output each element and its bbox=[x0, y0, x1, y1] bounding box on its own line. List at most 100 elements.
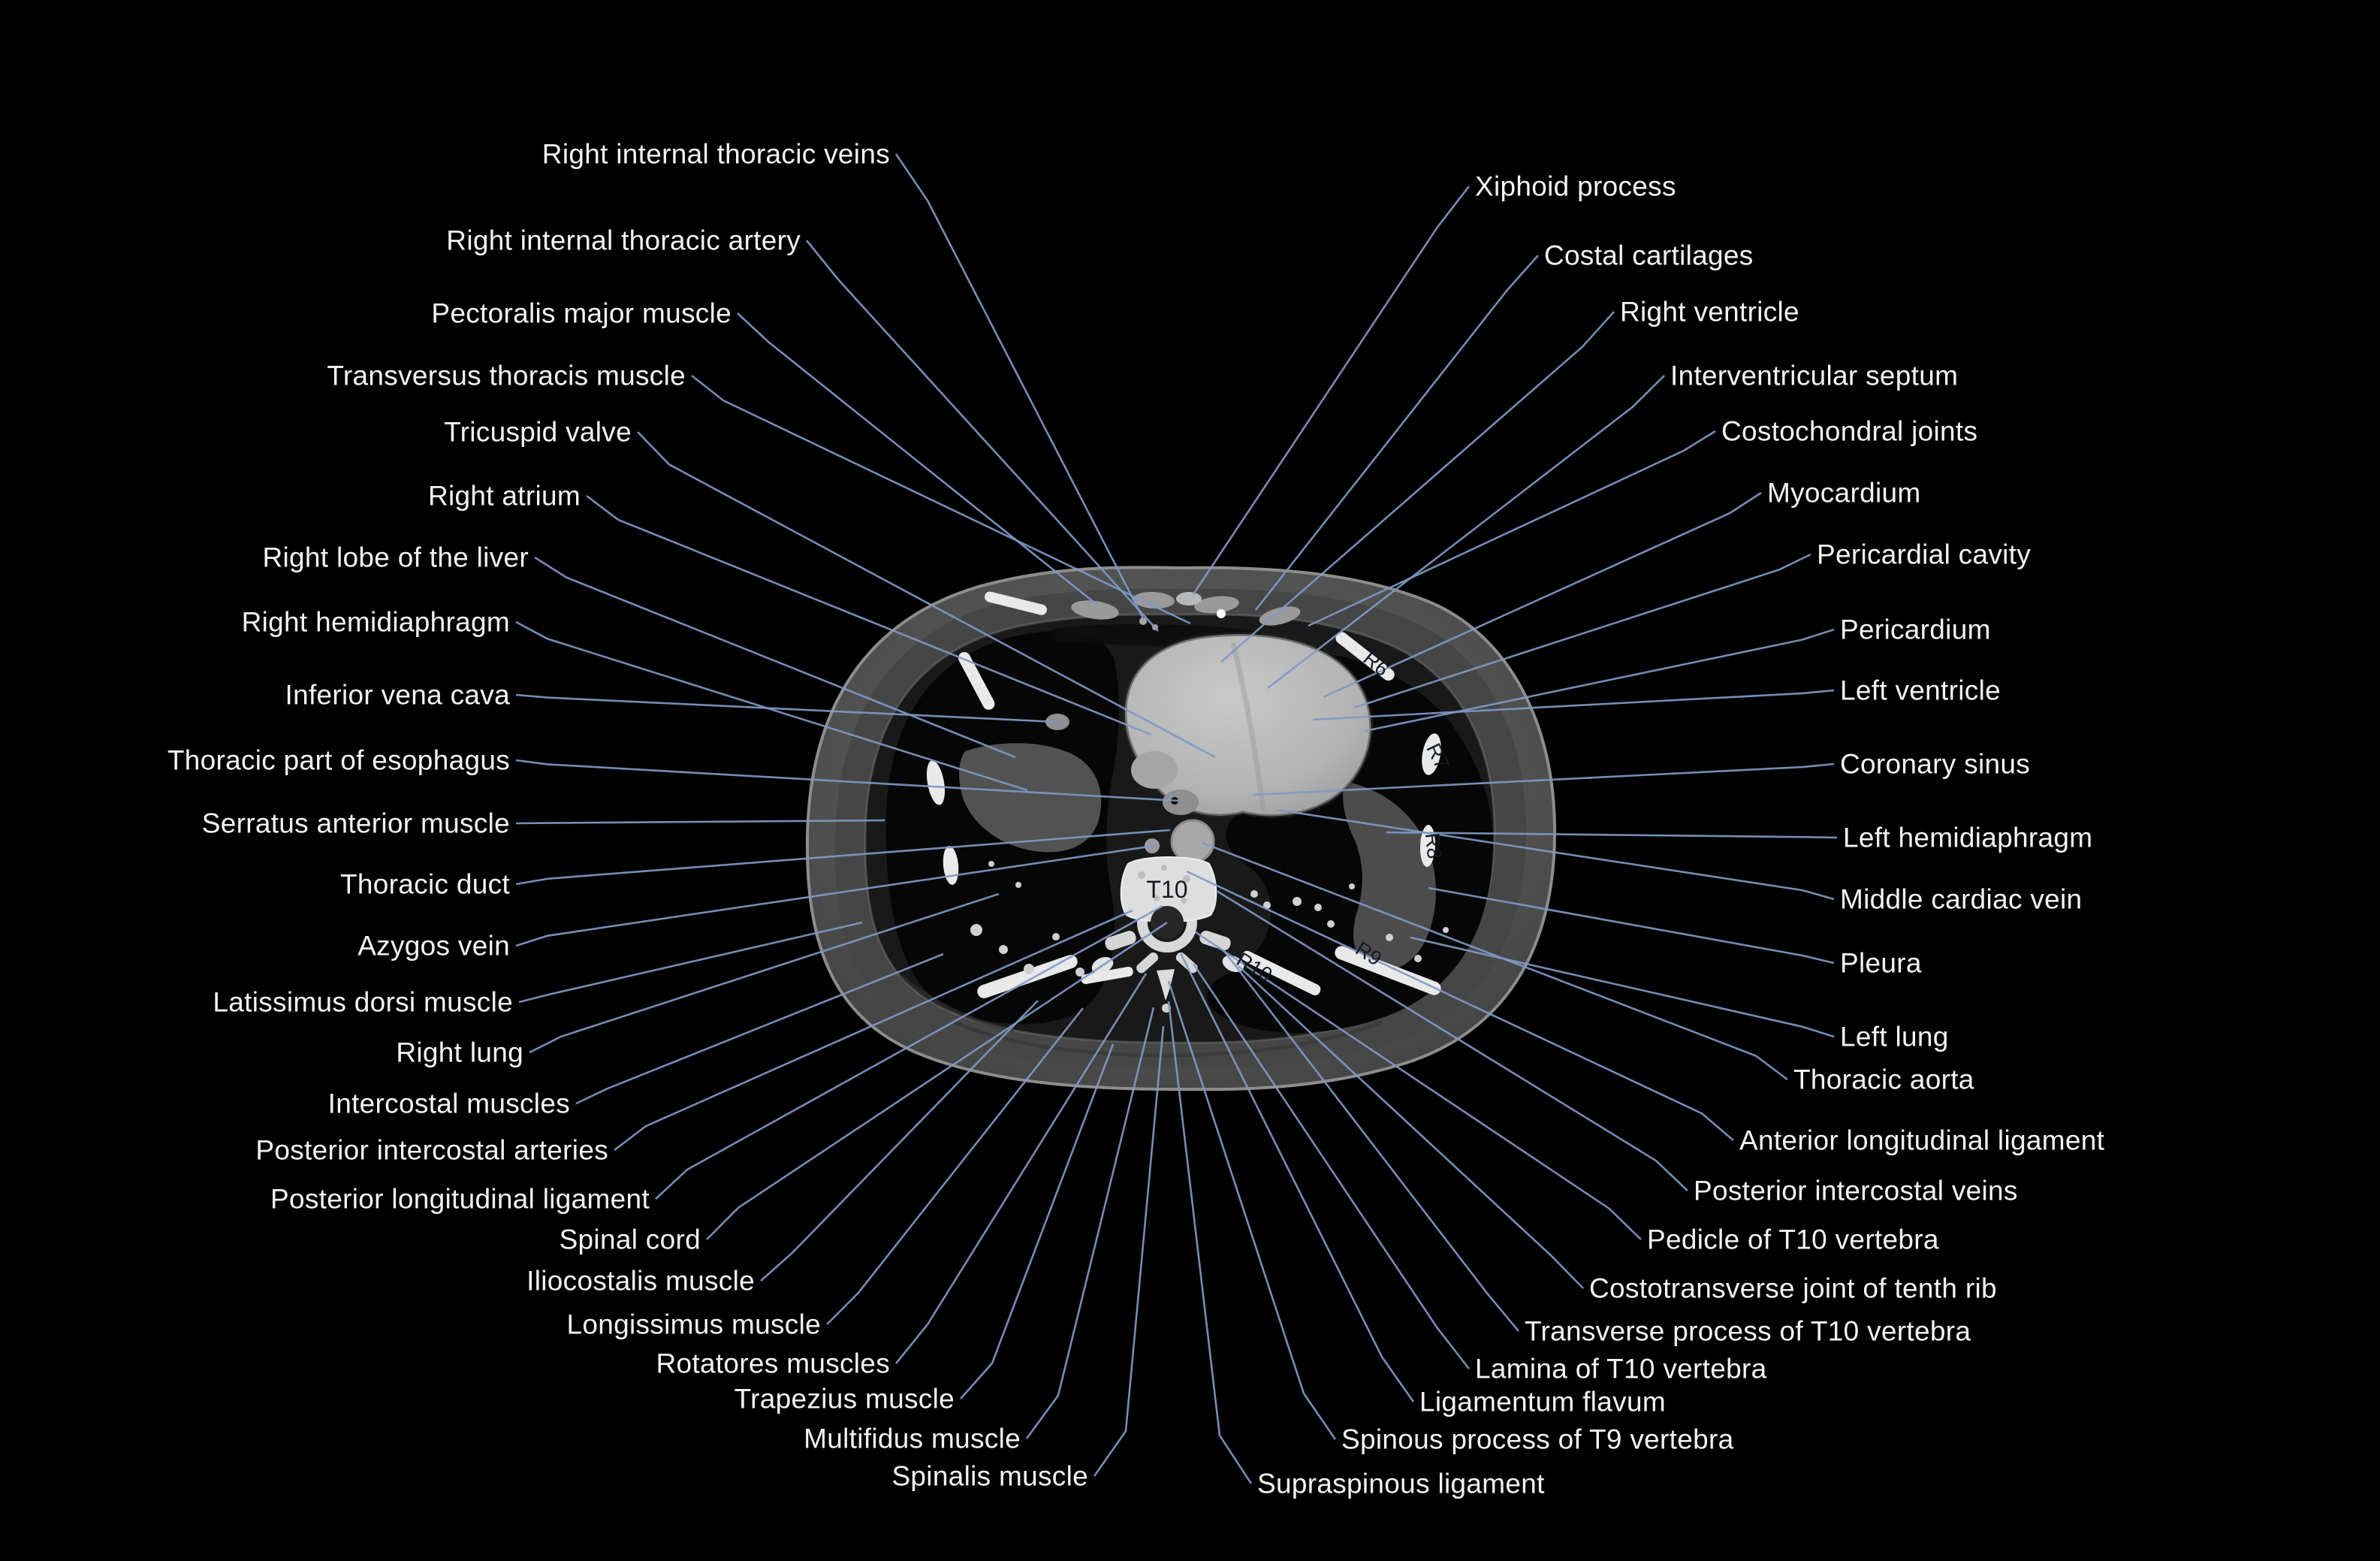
leader-line-costochondral-joints bbox=[1308, 430, 1716, 627]
leader-line-right-lung bbox=[529, 892, 1000, 1054]
label-xiphoid-process: Xiphoid process bbox=[1475, 171, 1676, 202]
leader-line-left-ventricle bbox=[1312, 689, 1835, 721]
label-spinalis-muscle: Spinalis muscle bbox=[891, 1460, 1088, 1492]
leader-line-right-internal-thoracic-veins bbox=[894, 153, 1145, 620]
label-interventricular-septum: Interventricular septum bbox=[1670, 360, 1959, 391]
leader-line-longissimus-muscle bbox=[826, 1007, 1084, 1325]
leader-line-pericardium bbox=[1365, 628, 1835, 732]
label-right-ventricle: Right ventricle bbox=[1620, 296, 1799, 328]
ct-internal-thoracic-vessels bbox=[1139, 617, 1147, 625]
label-thoracic-duct: Thoracic duct bbox=[340, 868, 510, 900]
leader-line-pleura bbox=[1428, 886, 1835, 965]
leader-line-anterior-longitudinal-ligament bbox=[1186, 870, 1734, 1141]
label-transversus-thoracis-muscle: Transversus thoracis muscle bbox=[327, 360, 686, 391]
leader-line-spinal-cord bbox=[706, 921, 1168, 1240]
leader-line-azygos-vein bbox=[515, 844, 1154, 947]
leader-line-right-ventricle bbox=[1220, 311, 1615, 663]
label-right-internal-thoracic-veins: Right internal thoracic veins bbox=[541, 138, 890, 170]
label-posterior-intercostal-veins: Posterior intercostal veins bbox=[1694, 1175, 2018, 1206]
ct-liver-wedge bbox=[959, 743, 1102, 853]
label-posterior-longitudinal-ligament: Posterior longitudinal ligament bbox=[270, 1183, 650, 1215]
label-spinous-process-of-t9-vertebra: Spinous process of T9 vertebra bbox=[1341, 1424, 1734, 1455]
label-coronary-sinus: Coronary sinus bbox=[1840, 748, 2031, 780]
label-thoracic-aorta: Thoracic aorta bbox=[1793, 1064, 1974, 1095]
label-left-lung: Left lung bbox=[1840, 1021, 1949, 1052]
leader-line-pedicle-of-t10-vertebra bbox=[1195, 931, 1642, 1240]
label-azygos-vein: Azygos vein bbox=[357, 930, 510, 962]
label-iliocostalis-muscle: Iliocostalis muscle bbox=[526, 1265, 755, 1297]
leader-line-trapezius-muscle bbox=[960, 1043, 1115, 1399]
label-right-lung: Right lung bbox=[396, 1037, 523, 1068]
ct-ribs bbox=[926, 591, 1441, 998]
leader-line-ligamentum-flavum bbox=[1179, 953, 1415, 1402]
leader-line-left-hemidiaphragm bbox=[1386, 831, 1838, 839]
leader-line-coronary-sinus bbox=[1252, 762, 1835, 796]
leader-line-supraspinous-ligament bbox=[1167, 1001, 1253, 1484]
label-costal-cartilages: Costal cartilages bbox=[1544, 240, 1754, 271]
label-middle-cardiac-vein: Middle cardiac vein bbox=[1840, 883, 2083, 915]
label-pericardium: Pericardium bbox=[1840, 614, 1991, 645]
ct-calcification bbox=[1217, 609, 1226, 618]
leader-line-posterior-intercostal-veins bbox=[1216, 889, 1688, 1191]
label-supraspinous-ligament: Supraspinous ligament bbox=[1257, 1468, 1545, 1499]
label-ligamentum-flavum: Ligamentum flavum bbox=[1419, 1386, 1666, 1418]
label-intercostal-muscles: Intercostal muscles bbox=[327, 1088, 570, 1119]
label-costochondral-joints: Costochondral joints bbox=[1721, 415, 1978, 447]
ct-inferior-vena-cava bbox=[1131, 751, 1178, 789]
leader-line-transverse-process-of-t10-vertebra bbox=[1223, 950, 1520, 1332]
leader-line-xiphoid-process bbox=[1192, 186, 1471, 595]
label-myocardium: Myocardium bbox=[1767, 477, 1921, 509]
leader-line-rotatores-muscles bbox=[894, 973, 1148, 1364]
label-rotatores-muscles: Rotatores muscles bbox=[656, 1348, 890, 1379]
leader-line-right-lobe-of-the-liver bbox=[534, 556, 1016, 759]
leader-line-serratus-anterior-muscle bbox=[515, 819, 885, 825]
label-anterior-longitudinal-ligament: Anterior longitudinal ligament bbox=[1739, 1125, 2105, 1156]
ct-xiphoid bbox=[1176, 592, 1202, 605]
label-longissimus-muscle: Longissimus muscle bbox=[566, 1309, 821, 1340]
leader-line-costotransverse-joint-of-tenth-rib bbox=[1238, 965, 1584, 1289]
label-spinal-cord: Spinal cord bbox=[559, 1224, 701, 1255]
leader-line-lamina-of-t10-vertebra bbox=[1192, 963, 1471, 1369]
leader-line-latissimus-dorsi-muscle bbox=[518, 921, 863, 1004]
leader-line-pectoralis-major-muscle bbox=[737, 313, 1099, 607]
leader-line-spinalis-muscle bbox=[1093, 1025, 1165, 1477]
leader-line-iliocostalis-muscle bbox=[760, 1000, 1039, 1282]
leader-line-thoracic-part-of-esophagus bbox=[515, 759, 1180, 802]
label-lamina-of-t10-vertebra: Lamina of T10 vertebra bbox=[1475, 1353, 1767, 1384]
leader-line-left-lung bbox=[1410, 936, 1835, 1038]
label-inferior-vena-cava: Inferior vena cava bbox=[285, 679, 510, 711]
leader-line-inferior-vena-cava bbox=[515, 693, 1058, 723]
leader-line-multifidus-muscle bbox=[1025, 1007, 1155, 1439]
label-pedicle-of-t10-vertebra: Pedicle of T10 vertebra bbox=[1647, 1224, 1939, 1255]
leader-line-interventricular-septum bbox=[1267, 375, 1665, 690]
label-right-atrium: Right atrium bbox=[427, 480, 581, 512]
leader-line-middle-cardiac-vein bbox=[1276, 808, 1835, 901]
leader-line-thoracic-duct bbox=[515, 829, 1171, 886]
label-serratus-anterior-muscle: Serratus anterior muscle bbox=[201, 808, 510, 839]
leader-line-myocardium bbox=[1323, 491, 1762, 699]
label-costotransverse-joint-of-tenth-rib: Costotransverse joint of tenth rib bbox=[1589, 1273, 1997, 1304]
leader-line-posterior-intercostal-arteries bbox=[614, 909, 1133, 1152]
ct-esophagus bbox=[1163, 790, 1199, 815]
label-pericardial-cavity: Pericardial cavity bbox=[1817, 539, 2032, 570]
scan-label-t10: T10 bbox=[1146, 876, 1188, 903]
label-trapezius-muscle: Trapezius muscle bbox=[734, 1383, 955, 1415]
label-right-internal-thoracic-artery: Right internal thoracic artery bbox=[446, 225, 801, 256]
label-pectoralis-major-muscle: Pectoralis major muscle bbox=[431, 297, 731, 329]
label-left-ventricle: Left ventricle bbox=[1840, 675, 2001, 706]
label-latissimus-dorsi-muscle: Latissimus dorsi muscle bbox=[213, 986, 513, 1018]
leader-line-posterior-longitudinal-ligament bbox=[655, 904, 1163, 1200]
label-left-hemidiaphragm: Left hemidiaphragm bbox=[1843, 822, 2093, 853]
leader-line-spinous-process-of-t9-vertebra bbox=[1167, 980, 1337, 1440]
leader-line-transversus-thoracis-muscle bbox=[691, 374, 1191, 625]
label-pleura: Pleura bbox=[1840, 947, 1922, 979]
scan-label-r8: R8 bbox=[1420, 832, 1446, 860]
leader-line-thoracic-aorta bbox=[1202, 841, 1788, 1081]
leader-line-right-atrium bbox=[586, 494, 1152, 736]
label-transverse-process-of-t10-vertebra: Transverse process of T10 vertebra bbox=[1525, 1315, 1971, 1347]
ct-heart bbox=[1123, 632, 1374, 818]
leader-line-pericardial-cavity bbox=[1353, 553, 1811, 709]
